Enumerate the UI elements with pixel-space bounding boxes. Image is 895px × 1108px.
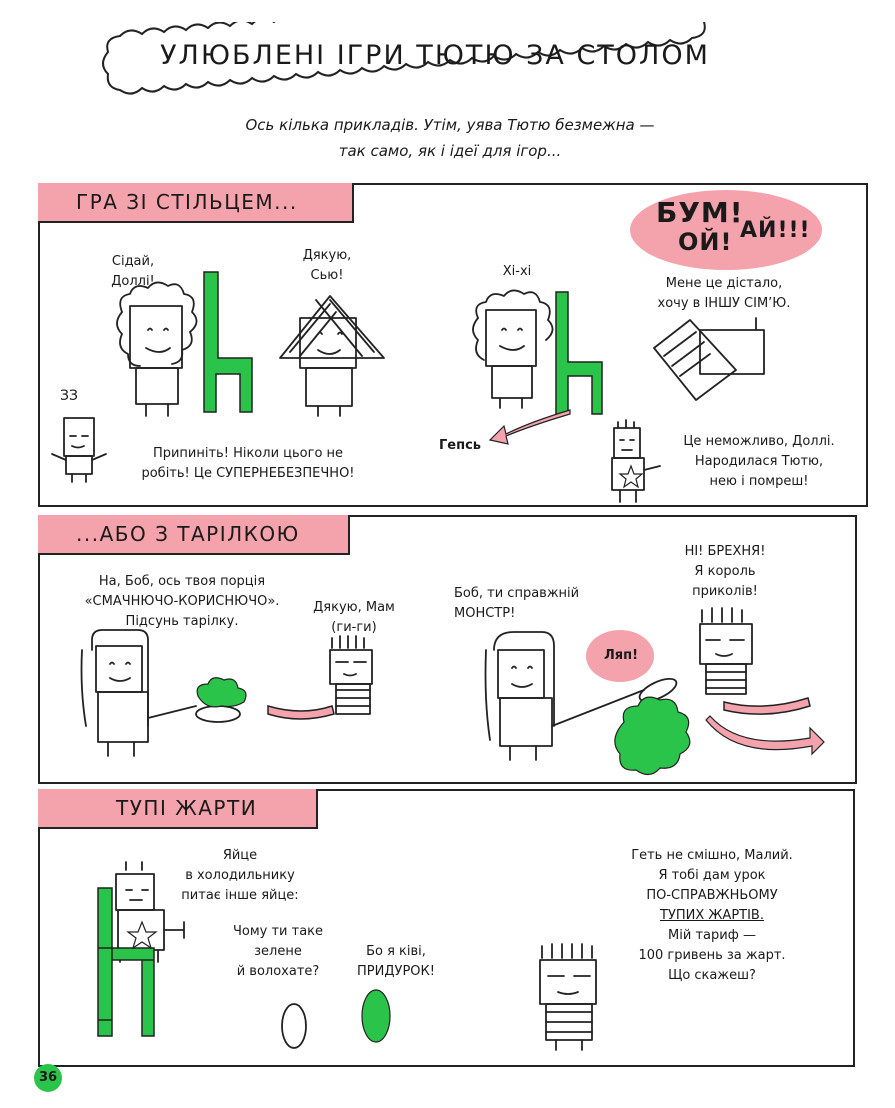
speech-sit: Сідай,Доллі! [111, 254, 155, 289]
sleep-zzz: ЗЗ [60, 388, 78, 404]
page-title: УЛЮБЛЕНІ ІГРИ ТЮТЮ ЗА СТОЛОМ [160, 40, 710, 71]
sound-splat: Ляп! [603, 648, 639, 663]
sound-oy: ОЙ! [678, 228, 733, 256]
sound-bum: БУМ! [656, 196, 744, 229]
subtitle-line-2: так само, як і ідеї для ігор... [338, 142, 562, 160]
panel-plate-label: ...АБО З ТАРІЛКОЮ [38, 515, 350, 555]
sound-ay: АЙ!!! [740, 218, 811, 243]
speech-hihi: Хі-хі [502, 264, 532, 279]
speech-portion: На, Боб, ось твоя порція«СМАЧНЮЧО-КОРИСН… [84, 574, 280, 629]
speech-fedup: Мене це дістало,хочу в ІНШУ СІМ’Ю. [657, 276, 791, 311]
page-number-badge: 36 [34, 1064, 62, 1092]
panel-jokes-label: ТУПІ ЖАРТИ [38, 789, 318, 829]
speech-not-funny: Геть не смішно, Малий. Я тобі дам урок П… [631, 848, 793, 983]
panel-chair-label: ГРА ЗІ СТІЛЬЦЕМ... [38, 183, 354, 223]
title-cloud-frame [102, 22, 706, 95]
joke-kiwi: Бо я ківі,ПРИДУРОК! [357, 944, 435, 979]
subtitle-line-1: Ось кілька прикладів. Утім, уява Тютю бе… [245, 116, 655, 134]
speech-thanks-mom: Дякую, Мам(ги-ги) [313, 600, 395, 635]
sound-geps: Гепсь [438, 438, 481, 453]
speech-impossible: Це неможливо, Доллі.Народилася Тютю,нею … [683, 434, 835, 489]
speech-thanks-sue: Дякую,Сью! [302, 248, 352, 283]
